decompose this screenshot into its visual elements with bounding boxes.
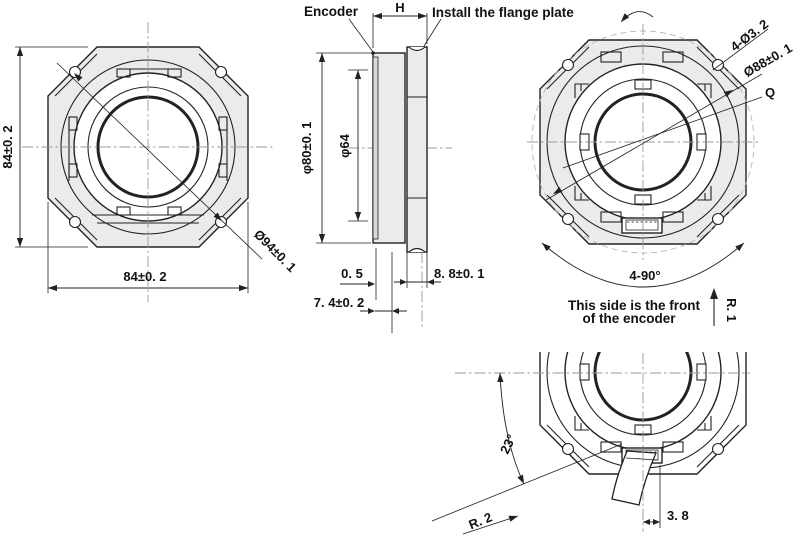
- clip-tab: [116, 68, 131, 78]
- dim-pitch-dia: Ø88±0. 1: [741, 40, 795, 80]
- cable-angle-leg: [431, 443, 623, 522]
- dim-step: 0. 5: [341, 266, 363, 281]
- arrowhead: [710, 288, 718, 299]
- extension-lines: [47, 202, 249, 293]
- corner-brackets: [574, 83, 712, 201]
- arrowhead: [74, 73, 83, 82]
- flange-plate-section: [406, 46, 428, 253]
- clip-tab: [218, 116, 228, 131]
- cable-angle-arc: [497, 372, 525, 485]
- bolt-hole: [214, 215, 228, 229]
- flange-bottom-notch: [408, 247, 426, 253]
- arrowhead: [643, 519, 650, 525]
- mount-hole: [561, 442, 575, 456]
- arrowhead: [653, 519, 660, 525]
- front-view: 84±0. 2 84±0. 2 Ø94±0. 1: [0, 22, 299, 302]
- corner-brackets: [574, 416, 712, 431]
- mount-hole: [561, 58, 575, 72]
- leader-dot: [371, 51, 375, 55]
- centerlines: [527, 24, 760, 260]
- arrowhead: [213, 212, 222, 221]
- extension-lines: [316, 52, 371, 244]
- clip-slot: [600, 211, 622, 223]
- dim-bore-dia: φ64: [337, 133, 352, 158]
- mount-hole: [561, 212, 575, 226]
- key-tab: [579, 363, 590, 381]
- cable-view-dims: 23° R. 2 3. 8: [431, 372, 689, 535]
- clip-tab: [218, 163, 228, 178]
- clip-tab: [68, 116, 78, 131]
- front-note-line2: of the encoder: [582, 311, 676, 326]
- clip-slot: [662, 51, 684, 63]
- r2-label: R. 2: [466, 509, 494, 532]
- extension-lines: [15, 46, 88, 248]
- clip-slot: [662, 441, 684, 453]
- mount-hole: [711, 58, 725, 72]
- clip-tab: [116, 206, 131, 216]
- side-view: Encoder H Install the flange plate φ80±0…: [299, 0, 574, 333]
- clip-slot: [662, 211, 684, 223]
- flange-step-lines: [407, 96, 427, 199]
- rotation-arrow-icon: [620, 11, 654, 23]
- dim-angle: 4-90°: [629, 268, 660, 283]
- clip-tab: [167, 206, 182, 216]
- dim-holes: 4-Ø3. 2: [727, 16, 771, 54]
- centerlines: [22, 22, 275, 302]
- mount-hole: [711, 212, 725, 226]
- q-leader: [562, 96, 763, 169]
- r2-arrow-line: [462, 515, 519, 535]
- cable: [611, 450, 657, 506]
- arrowhead: [368, 281, 375, 287]
- front-note-line1: This side is the front: [568, 298, 701, 313]
- mount-hole: [711, 442, 725, 456]
- r1-label: R. 1: [724, 298, 739, 322]
- encoder-label: Encoder: [304, 4, 359, 19]
- dim-width: 84±0. 2: [123, 269, 166, 284]
- dim-flange-thk: 8. 8±0. 1: [434, 266, 485, 281]
- dim-body-dia: φ80±0. 1: [299, 122, 314, 175]
- centerlines: [348, 147, 452, 330]
- extension-lines: [372, 13, 428, 48]
- q-label: Q: [765, 85, 775, 100]
- dim-depth: 7. 4±0. 2: [314, 295, 365, 310]
- arrowhead: [368, 308, 375, 314]
- clip-slot: [600, 441, 622, 453]
- encoder-bezel: [372, 56, 379, 240]
- extension-lines: [375, 248, 428, 333]
- key-tab: [696, 363, 707, 381]
- dim-bolt-circle: Ø94±0. 1: [251, 227, 299, 275]
- flange-leader: [423, 18, 442, 47]
- arrowhead: [392, 308, 399, 314]
- clip-slot: [600, 51, 622, 63]
- rear-view: 4-Ø3. 2 Ø88±0. 1 Q 4-90° This side is th…: [527, 11, 795, 326]
- install-flange-label: Install the flange plate: [432, 5, 574, 20]
- bolt-hole: [68, 65, 82, 79]
- dim-cable-angle: 23°: [497, 432, 519, 456]
- dim-cable-offset: 3. 8: [667, 508, 689, 523]
- clip-tab: [167, 68, 182, 78]
- flange-top-notch: [408, 46, 426, 52]
- angle-arc: [541, 242, 745, 288]
- bolt-hole: [214, 65, 228, 79]
- bolt-circle-dim-line: [56, 62, 263, 260]
- encoder-leader: [348, 18, 374, 53]
- bolt-hole: [68, 215, 82, 229]
- arrowhead: [553, 186, 563, 194]
- arrowhead: [723, 90, 733, 98]
- clip-tab: [68, 163, 78, 178]
- arrowhead: [400, 279, 407, 285]
- holes-leader: [712, 28, 769, 71]
- h-label: H: [395, 0, 404, 15]
- cable-joint-line: [625, 457, 658, 461]
- arrowhead: [427, 279, 434, 285]
- dim-height: 84±0. 2: [0, 125, 15, 168]
- cable-connector-inner: [625, 219, 659, 231]
